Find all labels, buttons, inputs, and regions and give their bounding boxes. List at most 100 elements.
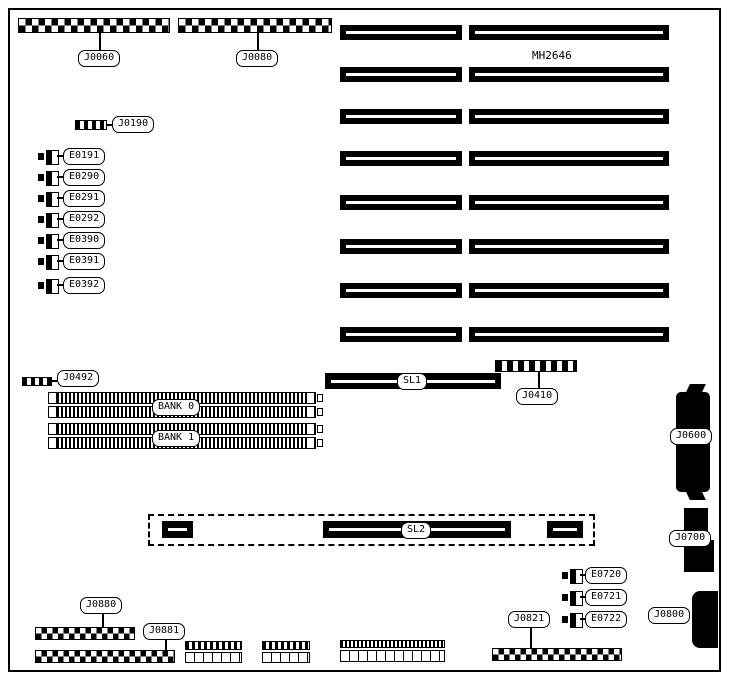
jumper-e0391-icon (38, 255, 59, 270)
isa-slot-segment (340, 67, 462, 82)
isa-slot-segment (469, 25, 669, 40)
simm-clip (48, 437, 57, 449)
label-e0722: E0722 (585, 611, 628, 628)
jumper-e0392-icon (38, 279, 59, 294)
connector-j0881 (35, 650, 175, 663)
jumper-e0191-icon (38, 150, 59, 165)
leader-line-e0392 (57, 284, 63, 286)
bottom-connector-pins (262, 641, 310, 650)
isa-slot-segment (340, 109, 462, 124)
jumper-e0390-icon (38, 234, 59, 249)
simm-clip (306, 423, 315, 435)
leader-line-e0722 (580, 618, 586, 620)
label-j0190: J0190 (112, 116, 155, 133)
label-e0292: E0292 (63, 211, 106, 228)
label-j0700: J0700 (669, 530, 712, 547)
leader-line-e0720 (580, 574, 586, 576)
jumper-e0721-icon (562, 591, 583, 606)
leader-line-j0410 (538, 372, 540, 389)
sl2-dashed-outline (148, 514, 595, 546)
simm-tab (317, 408, 323, 416)
simm-tab (317, 425, 323, 433)
leader-line-j0881 (165, 640, 167, 650)
jumper-e0290-icon (38, 171, 59, 186)
bottom-connector-pins (340, 640, 445, 648)
label-e0391: E0391 (63, 253, 106, 270)
label-e0291: E0291 (63, 190, 106, 207)
jumper-e0292-icon (38, 213, 59, 228)
label-e0390: E0390 (63, 232, 106, 249)
leader-line-e0292 (57, 218, 63, 220)
j0600-mounting-ear (686, 492, 706, 500)
label-bank1: BANK 1 (152, 430, 201, 447)
isa-slot-segment (469, 195, 669, 210)
bottom-connector-boxes (262, 652, 310, 663)
board-outline (8, 8, 721, 672)
label-j0410: J0410 (516, 388, 559, 405)
isa-slot-segment (469, 283, 669, 298)
isa-slot-segment (469, 109, 669, 124)
jumper-e0722-icon (562, 613, 583, 628)
bottom-connector-boxes (185, 652, 242, 663)
leader-line-e0721 (580, 596, 586, 598)
connector-j0492 (22, 377, 52, 386)
label-e0720: E0720 (585, 567, 628, 584)
sl2-key-right (547, 521, 583, 538)
leader-line-e0291 (57, 197, 63, 199)
connector-j0190 (75, 120, 107, 130)
label-j0080: J0080 (236, 50, 279, 67)
isa-slot-segment (340, 239, 462, 254)
leader-line-j0080 (257, 32, 259, 50)
simm-clip (48, 406, 57, 418)
connector-j0410 (495, 360, 577, 372)
isa-slot-segment (469, 239, 669, 254)
leader-line-e0191 (57, 155, 63, 157)
leader-line-j0060 (99, 32, 101, 50)
isa-slot-segment (469, 151, 669, 166)
label-j0060: J0060 (78, 50, 121, 67)
isa-slot-segment (340, 283, 462, 298)
chip-label-mh2646: MH2646 (532, 49, 572, 62)
simm-clip (306, 392, 315, 404)
connector-j0880 (35, 627, 135, 640)
label-j0800: J0800 (648, 607, 691, 624)
bottom-connector-boxes (340, 650, 445, 662)
label-j0880: J0880 (80, 597, 123, 614)
isa-slot-segment (340, 151, 462, 166)
connector-j0080 (178, 18, 332, 33)
isa-slot-segment (469, 67, 669, 82)
leader-line-j0880 (102, 614, 104, 627)
label-j0600: J0600 (670, 428, 713, 445)
leader-line-j0821 (530, 628, 532, 648)
simm-clip (48, 392, 57, 404)
jumper-e0291-icon (38, 192, 59, 207)
connector-j0800 (692, 591, 718, 648)
simm-clip (48, 423, 57, 435)
label-j0881: J0881 (143, 623, 186, 640)
jumper-e0720-icon (562, 569, 583, 584)
isa-slot-segment (469, 327, 669, 342)
leader-line-e0290 (57, 176, 63, 178)
simm-tab (317, 394, 323, 402)
label-e0392: E0392 (63, 277, 106, 294)
leader-line-j0190 (106, 124, 112, 126)
label-e0290: E0290 (63, 169, 106, 186)
sl2-key-left (162, 521, 193, 538)
label-e0721: E0721 (585, 589, 628, 606)
label-sl2: SL2 (401, 522, 432, 539)
simm-clip (306, 437, 315, 449)
isa-slot-segment (340, 195, 462, 210)
label-e0191: E0191 (63, 148, 106, 165)
simm-tab (317, 439, 323, 447)
isa-slot-segment (340, 327, 462, 342)
label-bank0: BANK 0 (152, 399, 201, 416)
leader-line-e0390 (57, 239, 63, 241)
label-j0821: J0821 (508, 611, 551, 628)
connector-j0060 (18, 18, 170, 33)
leader-line-e0391 (57, 260, 63, 262)
simm-clip (306, 406, 315, 418)
isa-slot-segment (340, 25, 462, 40)
label-sl1: SL1 (397, 373, 428, 390)
bottom-connector-pins (185, 641, 242, 650)
